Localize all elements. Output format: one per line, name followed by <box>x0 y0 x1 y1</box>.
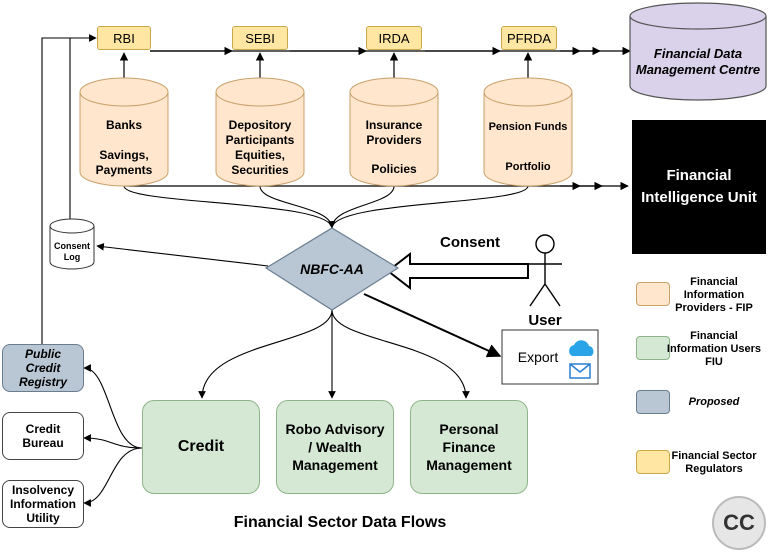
legend-swatch-proposed <box>636 390 670 414</box>
insolvency-information-utility: Insolvency Information Utility <box>2 480 84 528</box>
provider-to-regulator-arrows <box>119 52 533 78</box>
user-label: User <box>528 311 562 329</box>
aa-diamond <box>264 227 400 311</box>
registry-to-rbi-line <box>41 34 97 344</box>
aa-to-fiu-curves <box>198 309 470 399</box>
provider-to-aa-curves <box>123 185 529 229</box>
provider-pension-detail: Portfolio <box>505 161 551 173</box>
cloud-icon <box>569 340 594 356</box>
aa-to-export-arrow <box>363 293 502 358</box>
consent-label: Consent <box>440 233 500 251</box>
public-credit-registry: Public Credit Registry <box>2 344 84 392</box>
export-box <box>501 329 599 385</box>
aa-to-consent-log-arrow <box>96 242 269 267</box>
fiu-personal-finance: Personal Finance Management <box>410 400 528 494</box>
fdmc-cylinder <box>629 2 767 101</box>
provider-depository-name: Depository Participants <box>225 118 295 147</box>
regulator-irda: IRDA <box>366 26 422 50</box>
provider-pension-name: Pension Funds <box>488 121 568 133</box>
legend-swatch-fiu <box>636 336 670 360</box>
mail-icon <box>569 363 591 379</box>
fiu-robo-advisory: Robo Advisory / Wealth Management <box>276 400 394 494</box>
legend-fip-label: Financial Information Providers - FIP <box>675 276 753 314</box>
consent-log-label: Consent Log <box>54 241 90 262</box>
aa-label: NBFC-AA <box>300 261 364 277</box>
provider-insurance-name: Insurance Providers <box>365 118 423 147</box>
provider-depository-detail: Equities, Securities <box>231 148 289 177</box>
fdmc-label: Financial Data Management Centre <box>635 46 761 77</box>
regulator-pfrda: PFRDA <box>501 26 557 50</box>
legend-swatch-fip <box>636 282 670 306</box>
fiu-credit: Credit <box>142 400 260 494</box>
diagram-title: Financial Sector Data Flows <box>233 514 447 531</box>
credit-to-left-curves <box>83 364 143 507</box>
legend-fiu-label: Financial Information Users FIU <box>666 330 762 368</box>
cc-badge-label: CC <box>723 510 755 535</box>
consent-arrow <box>386 251 529 291</box>
export-label: Export <box>517 349 559 365</box>
provider-insurance-detail: Policies <box>371 162 417 176</box>
provider-banks-name: Banks <box>105 118 143 132</box>
provider-banks-detail: Savings, Payments <box>95 148 153 177</box>
regulator-rbi: RBI <box>97 26 151 50</box>
credit-bureau: Credit Bureau <box>2 412 84 460</box>
legend-regulator-label: Financial Sector Regulators <box>671 450 757 475</box>
provider-cylinders <box>79 77 573 187</box>
cc-badge <box>712 496 766 550</box>
consent-log-cylinder <box>49 218 95 270</box>
legend-swatch-regulator <box>636 450 670 474</box>
user-icon <box>528 234 562 307</box>
legend-proposed-label: Proposed <box>688 396 740 408</box>
regulator-sebi: SEBI <box>232 26 288 50</box>
financial-intelligence-unit: Financial Intelligence Unit <box>632 120 766 254</box>
